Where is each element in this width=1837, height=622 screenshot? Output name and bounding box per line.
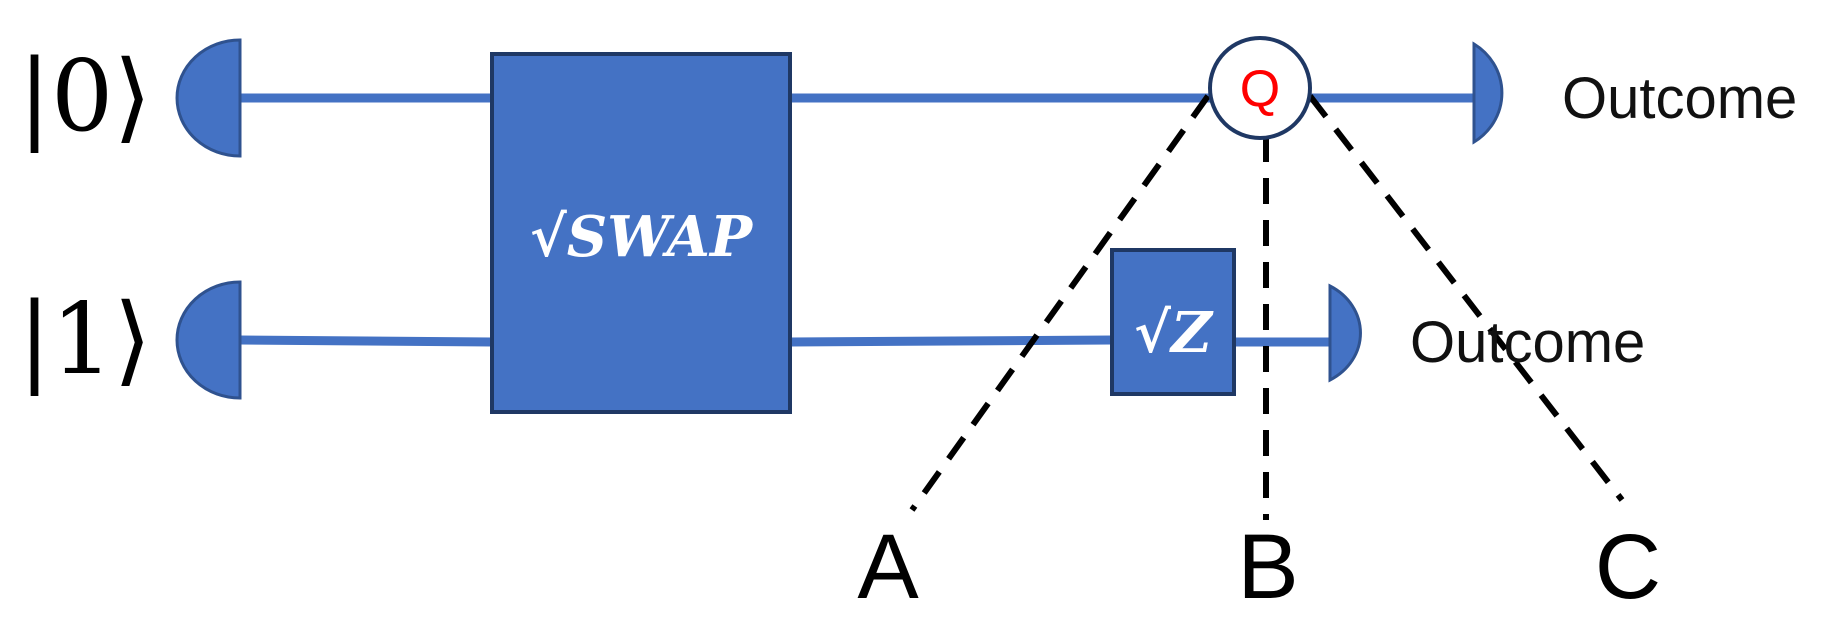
detector-top: [1472, 41, 1504, 145]
branch-label-b: B: [1237, 516, 1298, 618]
outcome-label-bottom: Outcome: [1410, 310, 1645, 375]
wire-bottom-middle: [789, 335, 1113, 347]
input-source-bottom: [175, 280, 242, 400]
query-node-label: Q: [1240, 60, 1280, 118]
sqrt-z-gate: [1110, 248, 1236, 396]
ket-one-label: |1⟩: [18, 283, 152, 397]
sqrt-swap-gate: [490, 52, 792, 414]
input-source-top: [175, 38, 242, 158]
dashed-line-c: [1307, 94, 1625, 502]
detector-bottom: [1328, 283, 1362, 383]
dashed-line-a: [909, 94, 1211, 512]
wire-bottom-left: [239, 335, 493, 347]
sqrt-z-label: √Z: [1134, 300, 1214, 366]
branch-label-a: A: [857, 516, 919, 618]
branch-label-c: C: [1595, 516, 1661, 618]
ket-zero-label: |0⟩: [18, 40, 152, 154]
sqrt-swap-label: √SWAP: [530, 204, 754, 270]
query-node-circle: [1208, 36, 1312, 140]
outcome-label-top: Outcome: [1562, 66, 1797, 131]
